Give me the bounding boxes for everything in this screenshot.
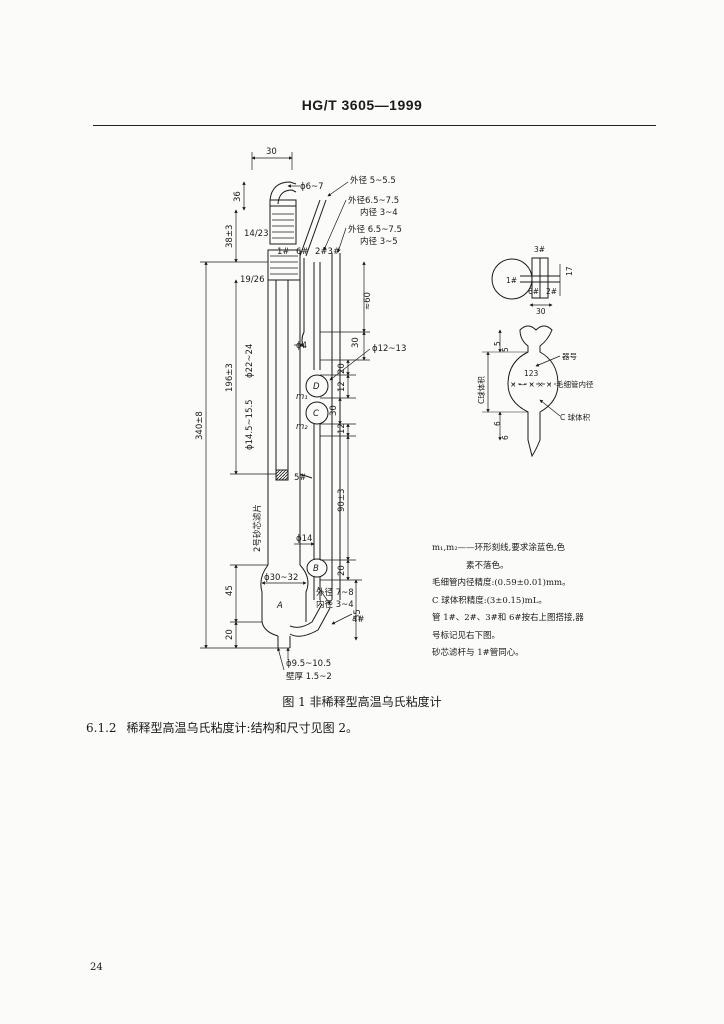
dim-d12-13: ϕ12~13	[372, 344, 406, 354]
detail-cap-label: 毛细管内径	[556, 379, 594, 389]
note-5: 砂芯滤杆与 1#管同心。	[432, 648, 524, 658]
detail-dim-5a: 5	[493, 341, 502, 346]
dim-38: 38±3	[225, 225, 235, 248]
page-number: 24	[90, 962, 103, 973]
detail-dim-17: 17	[565, 266, 574, 276]
dim-12a: 12	[337, 381, 347, 392]
label-id-3-4: 内径 3~4	[316, 599, 354, 610]
dim-d9-5: ϕ9.5~10.5	[286, 659, 331, 669]
label-od-2: 外径6.5~7.5	[348, 195, 399, 206]
dim-196: 196±3	[225, 363, 235, 392]
clause-text: 稀释型高温乌氏粘度计:结构和尺寸见图 2。	[126, 721, 359, 735]
label-m1: m₁	[296, 392, 308, 402]
dim-30b: 30	[329, 405, 339, 416]
dimension-lines	[200, 152, 371, 671]
clause-number: 6.1.2	[86, 721, 117, 735]
note-4: 管 1#、2#、3#和 6#按右上图搭接,器	[432, 613, 584, 623]
detail-tube-3: 3#	[534, 245, 545, 254]
detail-tube-1: 1#	[506, 276, 517, 285]
detail-dim-6b: 6	[501, 435, 510, 440]
label-m2: m₂	[296, 422, 308, 432]
label-frit: 2号砂芯滤片	[252, 504, 263, 552]
label-bulb-a: A	[276, 601, 283, 611]
dim-d14-5: ϕ14.5~15.5	[245, 399, 255, 450]
label-tube-6: 6#	[296, 247, 309, 257]
dim-90: 90±3	[337, 489, 347, 512]
detail-connection	[491, 257, 561, 307]
dim-30: 30	[351, 337, 361, 348]
dim-60: ≈60	[363, 292, 373, 310]
label-id-3: 内径 3~5	[360, 236, 398, 247]
label-tube-4: 4#	[352, 615, 365, 625]
dim-55: 55	[353, 609, 363, 620]
dim-d30-32: ϕ30~32	[264, 573, 298, 583]
note-1-cont: 素不落色。	[466, 560, 509, 571]
clause-paragraph: 6.1.2 稀释型高温乌氏粘度计:结构和尺寸见图 2。	[86, 719, 646, 736]
note-2: 毛细管内径精度:(0.59±0.01)mm。	[432, 578, 571, 588]
detail-serial: 123	[524, 369, 539, 378]
figure-notes: m₁,m₂——环形刻线,要求涂蓝色,色 素不落色。 毛细管内径精度:(0.59±…	[432, 540, 652, 663]
dim-top-width: 30	[266, 147, 277, 157]
dim-d14: ϕ14	[296, 534, 312, 544]
detail-c-volume: C 球体积	[560, 412, 591, 422]
figure-caption: 图 1 非稀释型高温乌氏粘度计	[282, 695, 442, 709]
label-joint-1423: 14/23	[244, 229, 269, 239]
dim-20b: 20	[337, 565, 347, 576]
detail-dim-6a: 6	[493, 421, 502, 426]
note-3: C 球体积精度:(3±0.15)mL。	[432, 595, 547, 606]
label-bulb-b: B	[313, 564, 319, 574]
label-tube-23: 2#3#	[315, 247, 340, 257]
dim-36: 36	[233, 191, 243, 202]
dim-20a: 20	[337, 363, 347, 374]
dim-d22-24: ϕ22~24	[245, 344, 255, 378]
label-wall: 壁厚 1.5~2	[286, 671, 332, 682]
main-drawing	[260, 181, 341, 648]
label-bulb-d: D	[313, 382, 320, 392]
dim-20c: 20	[225, 629, 235, 640]
label-tube-5: 5#	[294, 473, 307, 483]
detail-cap-marks: × — × × ×	[510, 380, 552, 389]
note-1: m₁,m₂——环形刻线,要求涂蓝色,色	[432, 543, 566, 553]
label-joint-1926: 19/26	[240, 275, 265, 285]
detail-bulb	[482, 325, 561, 458]
detail-dim-5b: 5	[501, 347, 510, 352]
label-od-3: 外径 6.5~7.5	[348, 224, 402, 235]
label-id-2: 内径 3~4	[360, 207, 398, 218]
detail-label-no: 器号	[562, 352, 577, 361]
label-od-7-8: 外径 7~8	[316, 587, 354, 598]
dim-45: 45	[225, 585, 235, 596]
header-rule	[93, 125, 656, 126]
dim-d4: ϕ4	[296, 341, 307, 351]
label-bulb-c: C	[313, 409, 319, 419]
detail-dim-30: 30	[536, 307, 546, 316]
dim-tip-diameter: ϕ6~7	[300, 182, 324, 192]
note-4-cont: 号标记见右下图。	[432, 630, 501, 641]
detail-tube-2: 2#	[546, 287, 557, 296]
dim-340: 340±8	[195, 411, 205, 440]
label-tube-1: 1#	[277, 247, 290, 257]
page-header: HG/T 3605—1999	[301, 97, 423, 113]
dim-12b: 12	[337, 423, 347, 434]
detail-c-height: C球体积	[476, 376, 486, 404]
label-od-top: 外径 5~5.5	[350, 175, 396, 186]
detail-tube-6: 6#	[528, 287, 539, 296]
